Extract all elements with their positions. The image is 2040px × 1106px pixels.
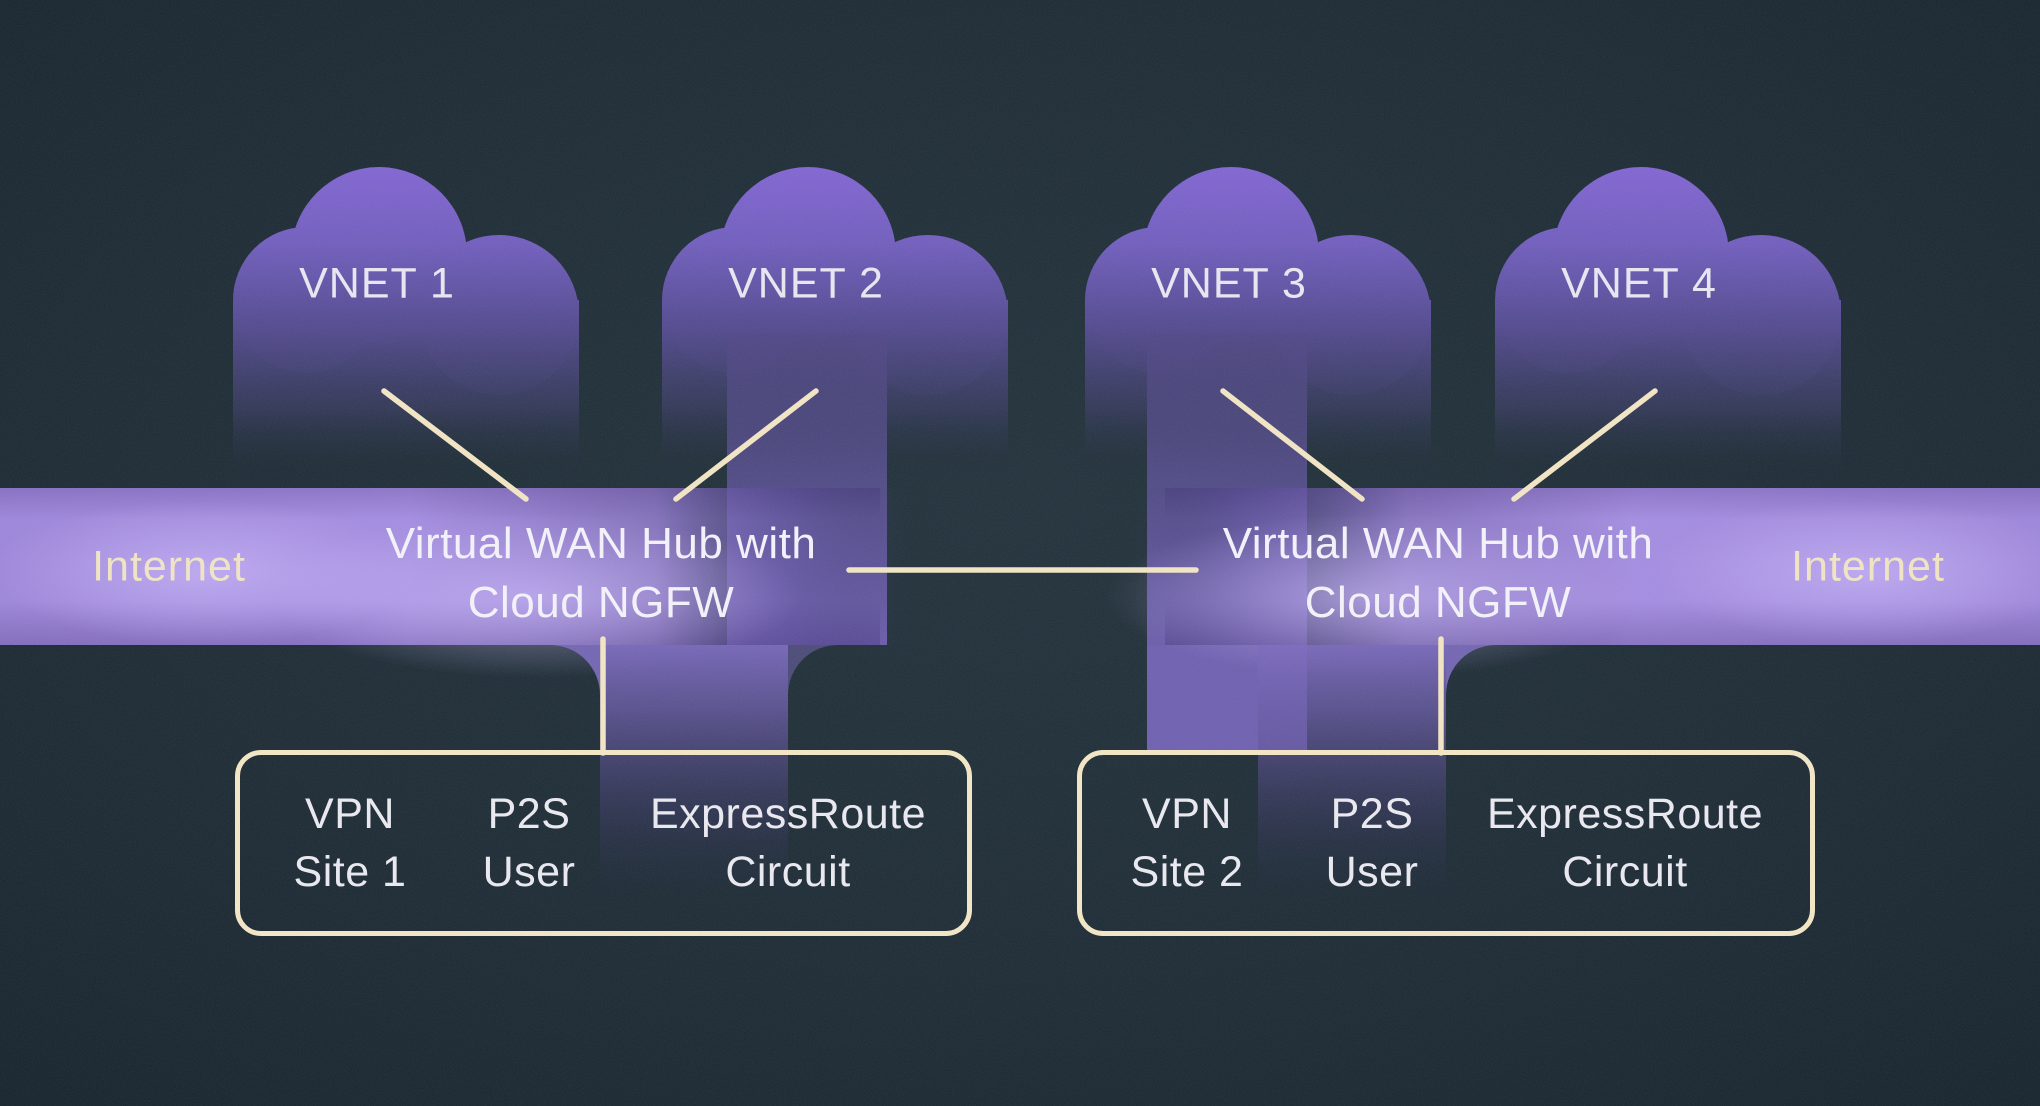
cloud-label-vnet-3: VNET 3	[1151, 259, 1307, 308]
p2s-user-2-line1: P2S	[1330, 790, 1414, 838]
expressroute-1-line1: ExpressRoute	[649, 790, 927, 838]
vpn-site-1-line2: Site 1	[293, 848, 407, 896]
site-box-2-vpn-site: VPN Site 2	[1131, 785, 1244, 901]
site-box-1-vpn-site: VPN Site 1	[294, 785, 407, 901]
hub-right-line1: Virtual WAN Hub with	[1222, 519, 1654, 568]
p2s-user-2-line2: User	[1325, 848, 1419, 896]
vpn-site-1-line1: VPN	[305, 790, 395, 838]
cloud-label-vnet-2: VNET 2	[728, 259, 884, 308]
internet-label-left: Internet	[92, 542, 246, 591]
hub-label-right: Virtual WAN Hub with Cloud NGFW	[1223, 514, 1654, 632]
site-box-2-expressroute: ExpressRoute Circuit	[1487, 785, 1763, 901]
internet-label-right: Internet	[1791, 542, 1945, 591]
cloud-label-vnet-1: VNET 1	[299, 259, 455, 308]
expressroute-2-line2: Circuit	[1562, 848, 1688, 896]
site-box-1: VPN Site 1 P2S User ExpressRoute Circuit	[235, 750, 972, 936]
cloud-label-vnet-4: VNET 4	[1561, 259, 1717, 308]
site-box-1-p2s-user: P2S User	[483, 785, 576, 901]
vpn-site-2-line2: Site 2	[1130, 848, 1244, 896]
hub-label-left: Virtual WAN Hub with Cloud NGFW	[386, 514, 817, 632]
expressroute-1-line2: Circuit	[725, 848, 851, 896]
p2s-user-1-line1: P2S	[487, 790, 571, 838]
hub-left-line2: Cloud NGFW	[467, 578, 735, 627]
hub-left-line1: Virtual WAN Hub with	[385, 519, 817, 568]
site-box-2: VPN Site 2 P2S User ExpressRoute Circuit	[1077, 750, 1815, 936]
expressroute-2-line1: ExpressRoute	[1486, 790, 1764, 838]
p2s-user-1-line2: User	[482, 848, 576, 896]
vpn-site-2-line1: VPN	[1142, 790, 1232, 838]
site-box-1-expressroute: ExpressRoute Circuit	[650, 785, 926, 901]
hub-right-line2: Cloud NGFW	[1304, 578, 1572, 627]
site-box-2-p2s-user: P2S User	[1326, 785, 1419, 901]
